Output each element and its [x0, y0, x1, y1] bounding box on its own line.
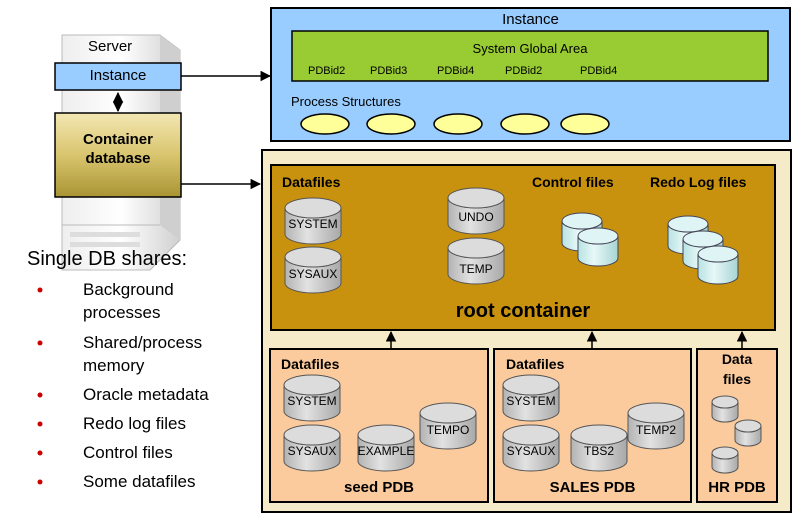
sales-tbs2-label: TBS2 [583, 444, 614, 458]
process-ellipse [500, 113, 550, 135]
hr-data-disk [734, 419, 762, 447]
sga-pdbid: PDBid2 [505, 65, 543, 77]
hr-pdb-name: HR PDB [708, 479, 766, 496]
server-instance-label: Instance [89, 67, 147, 84]
root-redo-log-label: Redo Log files [650, 174, 747, 190]
sales-system-label: SYSTEM [506, 394, 556, 408]
bullet-dot [37, 479, 43, 485]
hr-data-disk [711, 446, 739, 474]
root-system-label: SYSTEM [288, 217, 338, 231]
seed-system-label: SYSTEM [287, 394, 337, 408]
server-label: Server [88, 38, 133, 55]
bullet-dot [37, 287, 43, 293]
seed-pdb-name: seed PDB [343, 479, 415, 496]
shares-item: Oracle metadata [83, 385, 209, 404]
seed-sysaux-label: SYSAUX [287, 444, 337, 458]
sales-datafiles-label: Datafiles [506, 356, 565, 372]
server-container-label: Container [82, 131, 153, 148]
seed-tempo-label: TEMPO [426, 423, 470, 437]
bullet-dot [37, 421, 43, 427]
redo-log-disk [697, 245, 739, 285]
bullet-dot [37, 392, 43, 398]
shares-item: Redo log files [83, 414, 187, 433]
root-control-files-label: Control files [532, 174, 614, 190]
seed-datafiles-label: Datafiles [281, 356, 340, 372]
hr-data-disk [711, 395, 739, 423]
shares-item: processes [83, 303, 161, 322]
sga-title: System Global Area [472, 41, 588, 56]
sga-pdbid: PDBid3 [370, 65, 408, 77]
shares-item: Some datafiles [83, 472, 196, 491]
sales-temp2-label: TEMP2 [635, 423, 676, 437]
shares-item: Control files [83, 443, 173, 462]
bullet-dot [37, 450, 43, 456]
shares-heading: Single DB shares: [27, 248, 188, 270]
root-undo-label: UNDO [458, 210, 494, 224]
process-structures-label: Process Structures [291, 94, 401, 109]
root-sysaux-label: SYSAUX [288, 267, 338, 281]
root-container-name: root container [455, 300, 591, 322]
server-instance-box [54, 62, 182, 91]
sga-pdbid: PDBid4 [437, 65, 475, 77]
process-ellipse [300, 113, 350, 135]
shares-item: memory [83, 356, 145, 375]
process-structures [300, 113, 610, 135]
control-file-disk [577, 227, 619, 267]
server-container-box [54, 112, 182, 198]
process-ellipse [433, 113, 483, 135]
sales-sysaux-label: SYSAUX [506, 444, 556, 458]
sga-pdbid: PDBid4 [580, 65, 618, 77]
hr-data-label: Data [721, 351, 753, 367]
seed-example-label: EXAMPLE [357, 444, 415, 458]
server-database-label: database [85, 150, 151, 167]
hr-files-label: files [722, 371, 751, 387]
root-temp-disk [447, 237, 505, 285]
root-datafiles-label: Datafiles [282, 174, 341, 190]
shares-item: Shared/process [83, 333, 203, 352]
instance-title: Instance [502, 11, 559, 28]
bullet-dot [37, 340, 43, 346]
shares-bullets [37, 287, 43, 485]
sga-pdbid: PDBid2 [308, 65, 346, 77]
root-temp-label: TEMP [459, 262, 493, 276]
sga-box [291, 30, 769, 82]
sales-pdb-name: SALES PDB [549, 479, 636, 496]
process-ellipse [560, 113, 610, 135]
shares-item: Background [83, 280, 174, 299]
process-ellipse [366, 113, 416, 135]
